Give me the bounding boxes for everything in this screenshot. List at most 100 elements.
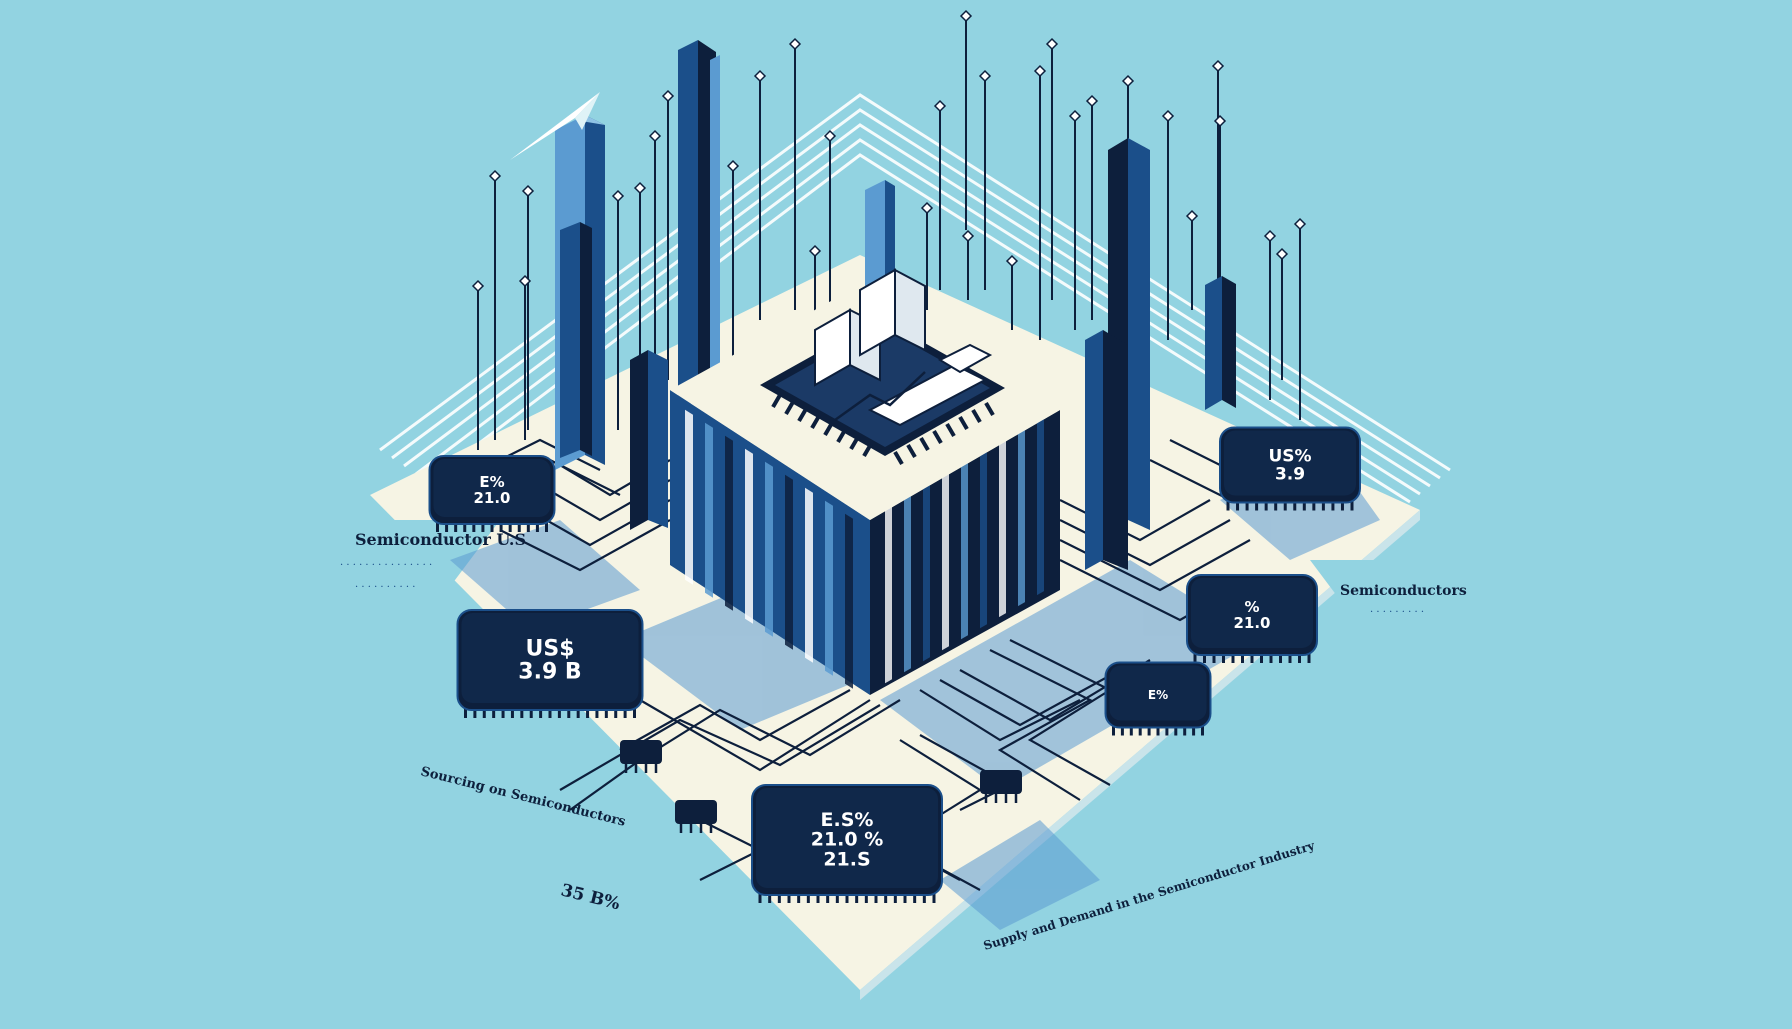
antenna-pin bbox=[1045, 37, 1059, 300]
pin-marker-icon bbox=[920, 201, 934, 215]
pin-marker-icon bbox=[933, 99, 947, 113]
tower-stripe-left bbox=[705, 422, 713, 598]
pin-marker-icon bbox=[661, 89, 675, 103]
pin-marker-icon bbox=[978, 69, 992, 83]
caption-left-upper: Semiconductor U.S bbox=[355, 530, 526, 549]
chip-right-top: US%3.9 bbox=[1219, 426, 1361, 511]
antenna-pins bbox=[471, 9, 1307, 450]
antenna-pin bbox=[753, 69, 767, 320]
tower-stripe-left bbox=[785, 474, 793, 650]
tower-stripe-left bbox=[845, 513, 853, 689]
chip-label: 21.0 bbox=[1233, 614, 1270, 632]
pin-marker-icon bbox=[1068, 109, 1082, 123]
pillar-left-front bbox=[630, 350, 668, 530]
antenna-pin bbox=[611, 189, 625, 430]
chip-left-small: E%21.0 bbox=[428, 455, 556, 532]
chip-label: US$ bbox=[525, 637, 574, 662]
antenna-pin bbox=[961, 229, 975, 300]
small-component-1 bbox=[620, 740, 662, 773]
circuit-trace bbox=[639, 699, 871, 772]
antenna-pin bbox=[1033, 64, 1047, 340]
small-component-3 bbox=[980, 770, 1022, 803]
tower-stripe-right bbox=[1018, 422, 1025, 607]
antenna-pin bbox=[1161, 109, 1175, 340]
circuit-trace bbox=[919, 689, 1081, 742]
core-chip-legs bbox=[771, 393, 995, 466]
tower-stripe-left bbox=[765, 461, 773, 637]
antenna-pin bbox=[1275, 247, 1289, 380]
chip-bottom: E.S%21.0 %21.S bbox=[751, 784, 943, 903]
antenna-pin bbox=[1213, 114, 1227, 300]
tower-stripe-right bbox=[961, 455, 968, 640]
caption-right-upper: Semiconductors bbox=[1340, 583, 1467, 599]
antenna-pin bbox=[933, 99, 947, 290]
antenna-pin bbox=[1068, 109, 1082, 330]
chip-label: E% bbox=[1148, 688, 1168, 702]
circuit-trace bbox=[499, 519, 671, 572]
tower-stripe-right bbox=[999, 433, 1006, 618]
antenna-pin bbox=[920, 201, 934, 310]
city-buildings bbox=[814, 268, 993, 427]
tower-stripe-left bbox=[825, 500, 833, 676]
antenna-pin bbox=[661, 89, 675, 380]
pin-marker-icon bbox=[521, 184, 535, 198]
chip-right-small: E% bbox=[1104, 661, 1212, 736]
board-cutout-right bbox=[1310, 560, 1480, 640]
pin-marker-icon bbox=[471, 279, 485, 293]
antenna-pin bbox=[488, 169, 502, 440]
pin-marker-icon bbox=[959, 9, 973, 23]
chip-right-mid: %21.0 bbox=[1186, 574, 1318, 663]
caption-right-upper-sub: · · · · · · · · · bbox=[1370, 607, 1424, 618]
paper-plane-icon bbox=[510, 92, 600, 160]
pin-marker-icon bbox=[1121, 74, 1135, 88]
chip-label: E.S% bbox=[821, 809, 874, 831]
chip-label: US% bbox=[1268, 447, 1311, 467]
antenna-pin bbox=[726, 159, 740, 360]
tall-pillars bbox=[555, 40, 1236, 570]
central-chip-tower bbox=[670, 285, 1060, 695]
pin-marker-icon bbox=[788, 37, 802, 51]
antenna-pin bbox=[1263, 229, 1277, 400]
caption-left-upper-sub1: · · · · · · · · · · · · · · · bbox=[340, 560, 432, 571]
chip-label: 21.S bbox=[823, 849, 870, 871]
pin-marker-icon bbox=[1293, 217, 1307, 231]
antenna-pin bbox=[518, 274, 532, 440]
board-cutout-left bbox=[330, 520, 500, 600]
antenna-pin bbox=[823, 129, 837, 320]
pin-marker-icon bbox=[1161, 109, 1175, 123]
tower-stripe-right bbox=[980, 444, 987, 629]
antenna-pin bbox=[1185, 209, 1199, 310]
tower-stripe-right bbox=[904, 488, 911, 673]
circuit-trace bbox=[569, 699, 901, 811]
circuit-trace bbox=[989, 649, 1093, 801]
pillar-right-short bbox=[1205, 276, 1236, 410]
antenna-pin bbox=[1005, 254, 1019, 330]
antenna-pin bbox=[521, 184, 535, 430]
pin-marker-icon bbox=[1275, 247, 1289, 261]
tower-stripe-right bbox=[1037, 411, 1044, 596]
antenna-pin bbox=[1085, 94, 1099, 320]
pin-marker-icon bbox=[1005, 254, 1019, 268]
pin-marker-icon bbox=[648, 129, 662, 143]
small-component-2 bbox=[675, 800, 717, 833]
caption-left-upper-sub2: · · · · · · · · · · bbox=[355, 582, 415, 593]
pin-marker-icon bbox=[961, 229, 975, 243]
pin-marker-icon bbox=[1211, 59, 1225, 73]
chip-label: 3.9 bbox=[1275, 464, 1305, 484]
antenna-pin bbox=[959, 9, 973, 230]
pillar-left-2 bbox=[560, 222, 592, 458]
pin-marker-icon bbox=[1045, 37, 1059, 51]
trend-line-icon bbox=[834, 371, 926, 422]
circuit-trace bbox=[619, 689, 851, 751]
pin-marker-icon bbox=[1263, 229, 1277, 243]
antenna-pin bbox=[788, 37, 802, 310]
pin-marker-icon bbox=[1213, 114, 1227, 128]
pin-marker-icon bbox=[1185, 209, 1199, 223]
pin-marker-icon bbox=[823, 129, 837, 143]
tower-stripe-right bbox=[923, 477, 930, 662]
pillar-center-2 bbox=[710, 55, 720, 385]
tower-stripe-left bbox=[685, 409, 693, 585]
pin-marker-icon bbox=[518, 274, 532, 288]
